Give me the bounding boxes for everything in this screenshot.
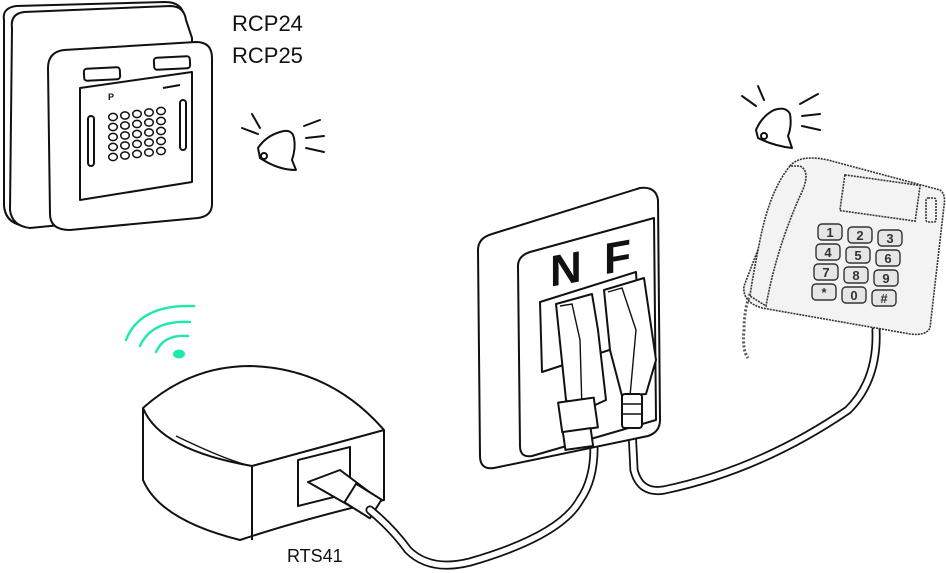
receiver-device (142, 365, 385, 541)
keypad-button (143, 138, 155, 147)
keypad-device: P (2, 1, 213, 231)
phone-key: 8 (843, 266, 869, 284)
keypad-button (143, 118, 155, 127)
phone-key-label: * (821, 285, 827, 300)
phone-key-label: # (880, 291, 888, 306)
phone-key: 4 (815, 243, 841, 261)
keypad-model-label-1: RCP24 (232, 11, 303, 36)
bell-icon (241, 113, 325, 171)
keypad-button (107, 112, 119, 122)
keypad-button (107, 122, 119, 132)
keypad-button (131, 119, 143, 129)
phone-key-label: 4 (824, 245, 832, 260)
phone-key-label: 8 (852, 268, 859, 283)
receiver-model-label: RTS41 (287, 546, 343, 566)
bell-icon (741, 85, 821, 149)
phone-key: 9 (873, 269, 899, 287)
phone-key-label: 2 (856, 228, 863, 243)
keypad-button (107, 142, 119, 152)
phone-key: 0 (841, 286, 867, 304)
phone-key-label: 3 (886, 231, 893, 246)
keypad-button (155, 106, 167, 116)
phone-key: 7 (813, 263, 839, 281)
keypad-button (155, 136, 167, 146)
f-plug-strain-relief (621, 393, 643, 429)
keypad-button (131, 109, 143, 119)
keypad-button (119, 141, 131, 150)
phone-key-label: 5 (854, 248, 861, 263)
keypad-button (107, 152, 119, 162)
wall-socket (477, 186, 661, 470)
phone-key: 3 (877, 229, 903, 247)
svg-text:P: P (108, 92, 114, 102)
keypad-button (155, 116, 167, 126)
phone-key-label: 1 (826, 225, 833, 240)
phone-key: 6 (875, 249, 901, 267)
cable-phone-to-f (627, 325, 881, 496)
socket-port-n-label: N (550, 242, 582, 297)
telephone: 1 2 3 4 5 6 7 8 9 * 0 # (742, 157, 946, 359)
phone-key: 5 (845, 246, 871, 264)
keypad-button (107, 132, 119, 142)
keypad-button (131, 129, 143, 139)
keypad-button (143, 148, 155, 157)
phone-key-label: 9 (882, 271, 889, 286)
keypad-button (119, 121, 131, 130)
phone-key-label: 7 (822, 265, 829, 280)
keypad-button (143, 108, 155, 117)
phone-key: # (871, 289, 897, 307)
socket-port-f-label: F (604, 230, 631, 285)
keypad-button (119, 131, 131, 140)
keypad-button (143, 128, 155, 137)
keypad-model-label-2: RCP25 (232, 43, 303, 68)
cable-receiver-to-n (365, 443, 599, 570)
phone-key: 1 (817, 223, 843, 241)
wifi-signal-icon (124, 304, 196, 359)
keypad-button (155, 126, 167, 136)
phone-key-label: 6 (884, 251, 891, 266)
keypad-button (131, 139, 143, 149)
keypad-button (119, 111, 131, 120)
keypad-button (119, 151, 131, 160)
keypad-button (155, 146, 167, 156)
phone-key: * (811, 283, 837, 301)
phone-key: 2 (847, 226, 873, 244)
phone-key-label: 0 (850, 288, 857, 303)
keypad-button (131, 149, 143, 159)
